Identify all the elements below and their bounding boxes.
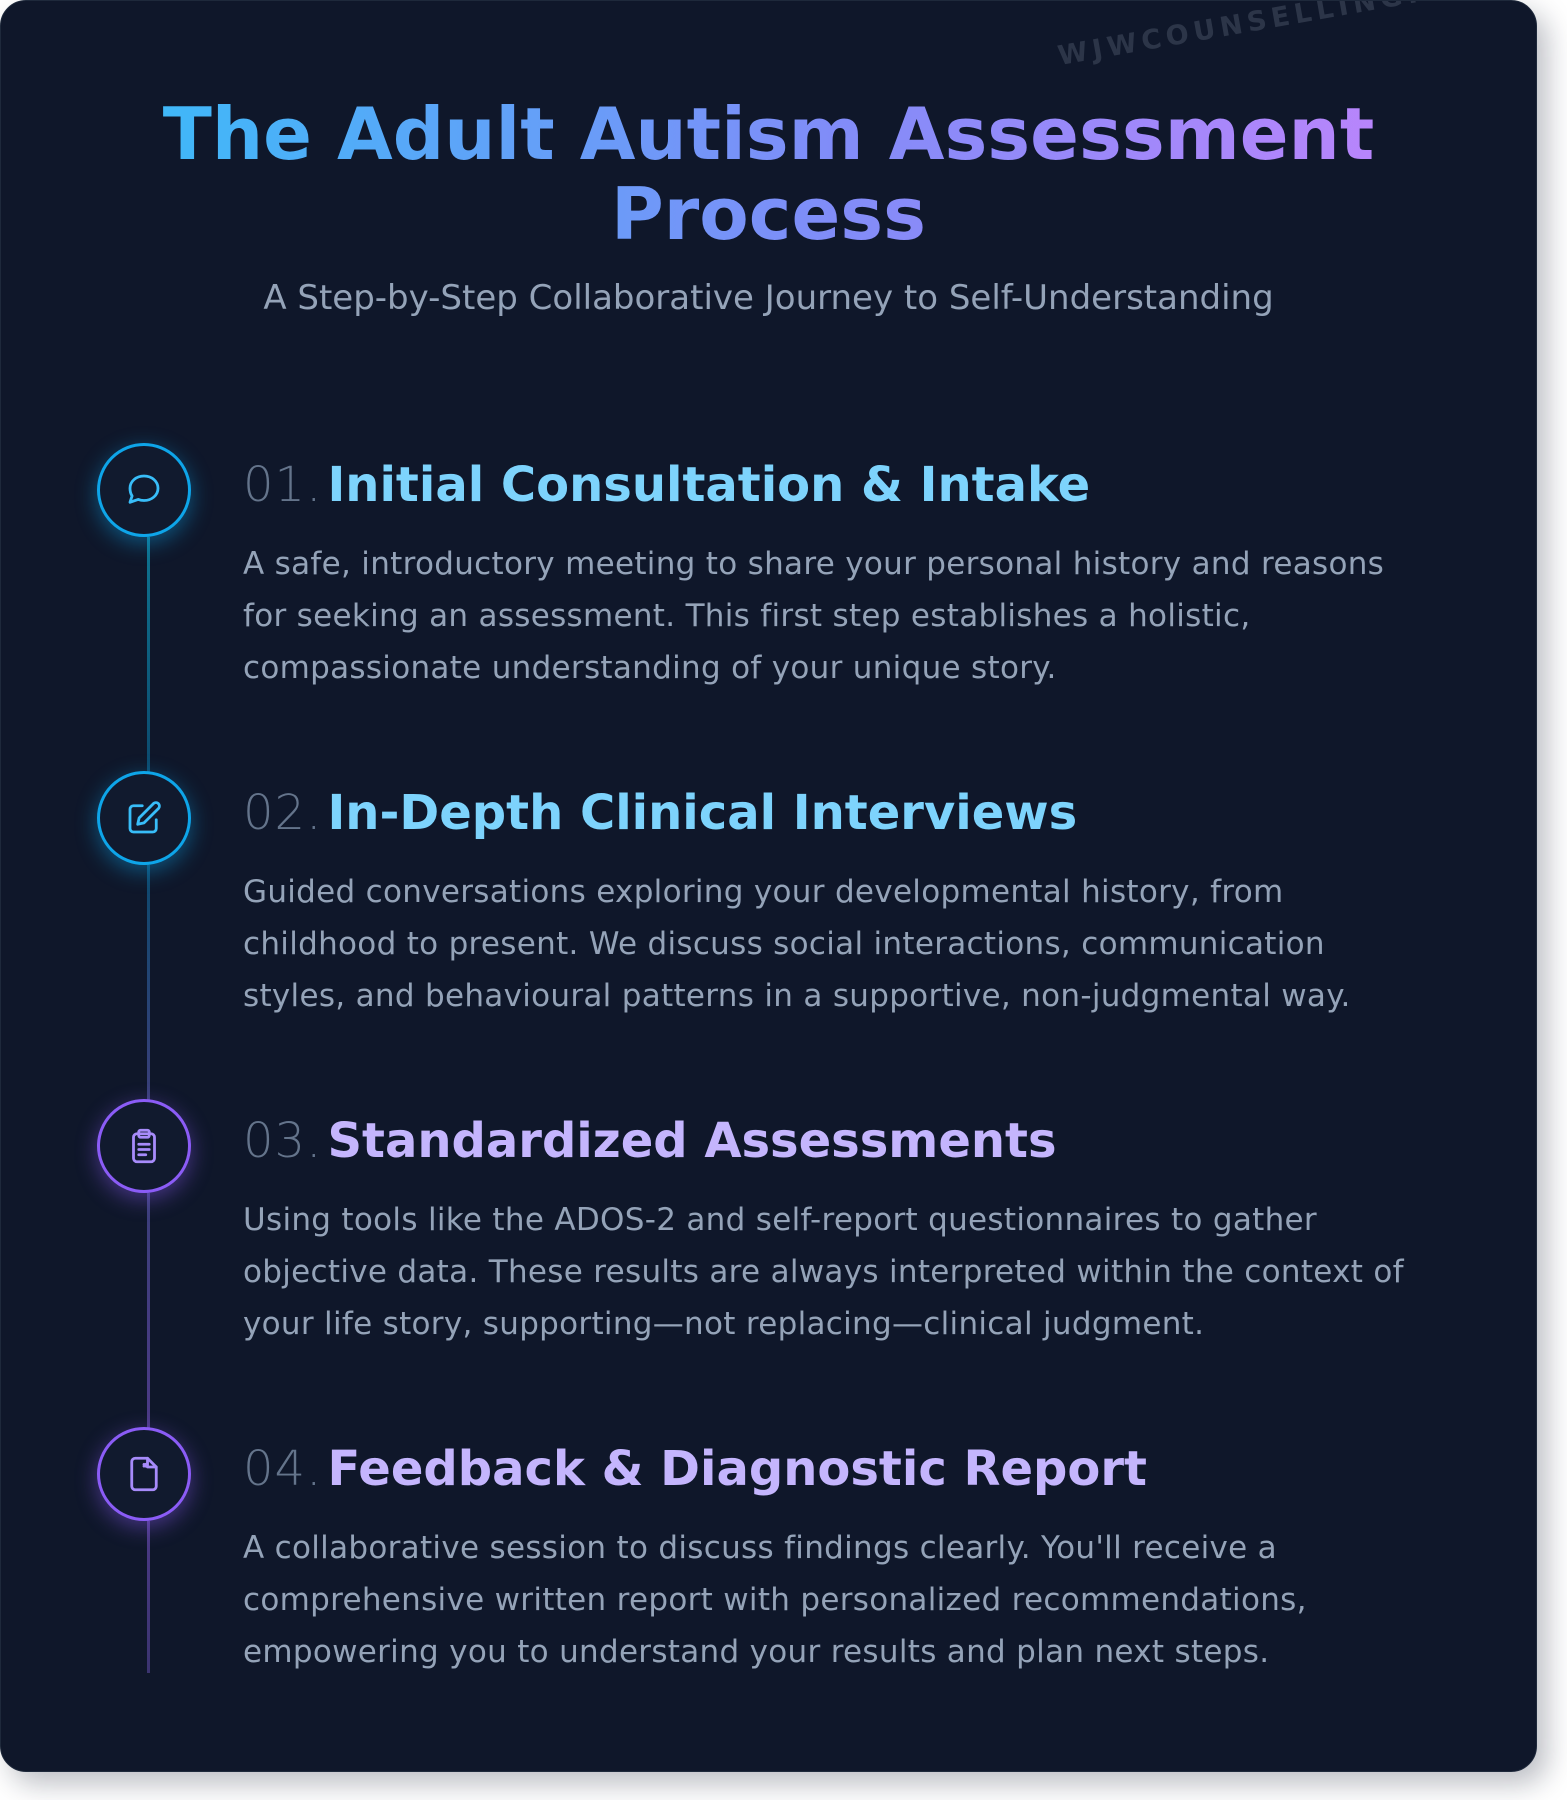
step-description: A collaborative session to discuss findi… xyxy=(243,1530,1307,1670)
step-title: Initial Consultation & Intake xyxy=(327,457,1091,513)
timeline-connector xyxy=(147,1521,150,1673)
watermark: WJWCOUNSELLING.ORG xyxy=(1055,0,1505,72)
step-number: 02. xyxy=(243,785,323,841)
step-description: A safe, introductory meeting to share yo… xyxy=(243,546,1385,686)
page-subtitle: A Step-by-Step Collaborative Journey to … xyxy=(263,278,1274,318)
step-2-node xyxy=(97,771,191,865)
step-number: 01. xyxy=(243,457,323,513)
timeline-connector xyxy=(147,537,150,773)
document-icon xyxy=(130,1456,158,1492)
step-number: 03. xyxy=(243,1113,323,1169)
step-2-heading: 02. In-Depth Clinical Interviews xyxy=(243,785,1077,841)
step-title: In-Depth Clinical Interviews xyxy=(327,785,1078,841)
step-3-heading: 03. Standardized Assessments xyxy=(243,1113,1057,1169)
timeline-connector xyxy=(147,1193,150,1429)
process-card: WJWCOUNSELLING.ORG The Adult Autism Asse… xyxy=(0,0,1537,1772)
step-4-node xyxy=(97,1427,191,1521)
step-4-heading: 04. Feedback & Diagnostic Report xyxy=(243,1441,1147,1497)
step-description: Using tools like the ADOS-2 and self-rep… xyxy=(243,1202,1404,1342)
step-title: Feedback & Diagnostic Report xyxy=(327,1441,1147,1497)
clipboard-icon xyxy=(132,1128,156,1164)
step-1-heading: 01. Initial Consultation & Intake xyxy=(243,457,1090,513)
step-3-node xyxy=(97,1099,191,1193)
chat-bubble-icon xyxy=(128,474,160,504)
step-number: 04. xyxy=(243,1441,323,1497)
step-title: Standardized Assessments xyxy=(327,1113,1057,1169)
timeline-connector xyxy=(147,865,150,1101)
step-1-node xyxy=(97,443,191,537)
step-description: Guided conversations exploring your deve… xyxy=(243,874,1351,1014)
page-title: The Adult Autism Assessment Process xyxy=(81,94,1456,254)
pencil-square-icon xyxy=(128,801,161,834)
